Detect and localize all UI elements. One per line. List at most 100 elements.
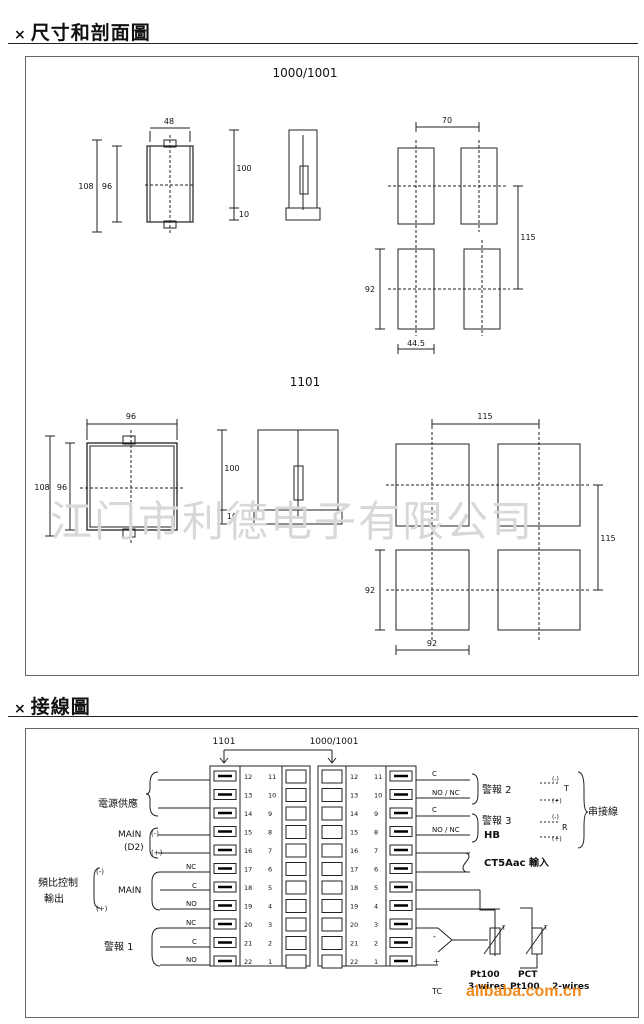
terminal-number: 4 xyxy=(374,903,378,911)
terminal-number: 9 xyxy=(374,810,378,818)
header-1101: 1101 xyxy=(213,737,236,747)
label-2-wires: 2-wires xyxy=(552,982,589,992)
label-plus: + xyxy=(433,957,440,966)
label-rx-neg: (-) xyxy=(552,814,559,821)
terminal-number: 5 xyxy=(268,884,272,892)
label-alarm1: 警報 1 xyxy=(104,940,134,953)
terminal-number: 21 xyxy=(350,940,358,948)
terminal-number: 13 xyxy=(350,792,358,800)
label-c: C xyxy=(432,770,437,778)
pin-box xyxy=(285,917,307,932)
terminal-number: 22 xyxy=(350,958,358,966)
terminal-number: 14 xyxy=(350,810,358,818)
dim-label: 108 xyxy=(78,182,93,191)
pin-box xyxy=(285,880,307,895)
label-main-d2: MAIN xyxy=(118,830,141,840)
label-alarm3: 警報 3 xyxy=(482,814,512,827)
terminal-number: 2 xyxy=(374,940,378,948)
terminal-number: 14 xyxy=(244,810,252,818)
label-prop-ctrl: 頻比控制 xyxy=(38,876,78,889)
label-c: C xyxy=(432,806,437,814)
label-rx-pos: (+) xyxy=(552,836,562,843)
pin-box xyxy=(321,788,343,802)
pin-box xyxy=(321,880,343,895)
dim-label: 100 xyxy=(236,164,251,173)
label-serial: 串接線 xyxy=(588,805,618,818)
terminal-number: 8 xyxy=(374,829,378,837)
terminal-number: 20 xyxy=(244,921,252,929)
dim-label: 115 xyxy=(477,412,492,421)
label-tx-neg: (-) xyxy=(552,776,559,783)
terminal-number: 6 xyxy=(374,866,378,874)
label-tx: T xyxy=(563,784,569,793)
label-pos: (+) xyxy=(151,849,163,857)
label-nc: NC xyxy=(186,863,196,871)
terminal-number: 19 xyxy=(244,903,252,911)
terminal-number: 22 xyxy=(244,958,252,966)
pin-box xyxy=(285,899,307,913)
terminal-number: 16 xyxy=(350,847,358,855)
label-main-neg: (-) xyxy=(96,868,104,876)
label-3-wires: 3-wires xyxy=(468,982,505,992)
label-main-pos: (+) xyxy=(96,905,108,913)
terminal-number: 2 xyxy=(268,940,272,948)
dim-label: 92 xyxy=(365,586,375,595)
terminal-number: 17 xyxy=(350,866,358,874)
label-t: T xyxy=(501,925,506,932)
pin-box xyxy=(285,862,307,876)
dim-label: 48 xyxy=(164,117,174,126)
terminal-number: 8 xyxy=(268,829,272,837)
title-rule xyxy=(8,43,638,44)
dim-label: 92 xyxy=(365,285,375,294)
label-neg: (-) xyxy=(151,830,159,838)
terminal-number: 7 xyxy=(268,847,272,855)
pin-box xyxy=(285,825,307,839)
pin-box xyxy=(321,862,343,876)
label-output: 輸出 xyxy=(44,892,64,905)
label-t: T xyxy=(543,925,548,932)
terminal-number: 6 xyxy=(268,866,272,874)
wiring-section-title: ⨯接線圖 xyxy=(14,696,91,718)
pin-box xyxy=(285,954,307,969)
dim-label: 108 xyxy=(34,483,49,492)
terminal-number: 9 xyxy=(268,810,272,818)
pin-box xyxy=(285,788,307,802)
terminal-number: 1 xyxy=(268,958,272,966)
model-title: 1000/1001 xyxy=(272,66,337,80)
label-rx: R xyxy=(562,823,568,832)
dim-label: 115 xyxy=(600,534,615,543)
label-minus: - xyxy=(433,932,436,941)
label-d2: (D2) xyxy=(124,843,144,853)
pin-box xyxy=(321,899,343,913)
pin-box xyxy=(285,806,307,821)
label-c: C xyxy=(192,938,197,946)
dimensions-section-title: ⨯尺寸和剖面圖 xyxy=(14,22,151,44)
label-pt100: Pt100 xyxy=(510,982,540,992)
terminal-number: 3 xyxy=(374,921,378,929)
label-power: 電源供應 xyxy=(98,797,138,810)
model-title: 1101 xyxy=(290,375,321,389)
dim-label: 100 xyxy=(224,464,239,473)
label-no-nc: NO / NC xyxy=(432,789,460,797)
terminal-number: 11 xyxy=(268,773,276,781)
pin-box xyxy=(321,769,343,784)
dim-label: 96 xyxy=(126,412,136,421)
terminal-number: 1 xyxy=(374,958,378,966)
terminal-number: 10 xyxy=(268,792,276,800)
label-hb: HB xyxy=(484,830,500,841)
pin-box xyxy=(285,843,307,858)
terminal-number: 19 xyxy=(350,903,358,911)
dim-label: 96 xyxy=(57,483,67,492)
company-watermark: 江门市利德电子有限公司 xyxy=(50,497,535,546)
terminal-number: 15 xyxy=(350,829,358,837)
terminal-number: 20 xyxy=(350,921,358,929)
terminal-number: 12 xyxy=(350,773,358,781)
pin-box xyxy=(321,825,343,839)
pin-box xyxy=(321,917,343,932)
terminal-number: 17 xyxy=(244,866,252,874)
pin-box xyxy=(285,769,307,784)
terminal-number: 5 xyxy=(374,884,378,892)
terminal-number: 7 xyxy=(374,847,378,855)
terminal-number: 15 xyxy=(244,829,252,837)
